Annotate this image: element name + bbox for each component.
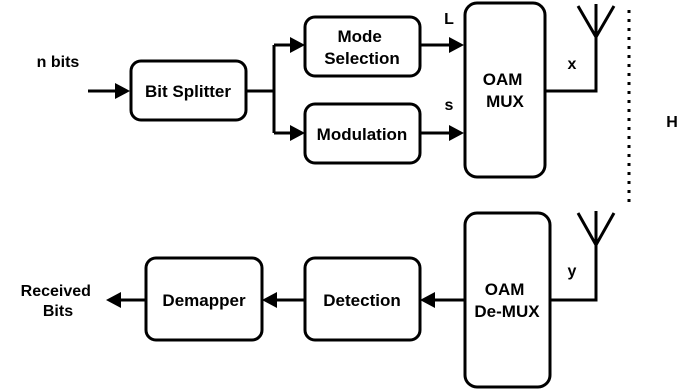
oam-demux-line-1: OAM <box>485 280 525 299</box>
oam-mux-line-1: OAM <box>483 70 523 89</box>
oam-demux-label: OAM De-MUX <box>474 280 540 321</box>
detection-to-demapper-arrowhead <box>262 292 277 308</box>
input-arrowhead <box>115 83 130 99</box>
input-label: n bits <box>37 54 80 71</box>
mode-to-mux-arrowhead <box>449 37 464 53</box>
bit-splitter-label: Bit Splitter <box>145 82 231 101</box>
mode-selection-line-2: Selection <box>324 49 400 68</box>
modulation-label: Modulation <box>317 125 408 144</box>
output-line-2: Bits <box>43 303 73 320</box>
output-arrowhead <box>106 292 121 308</box>
to-mode-selection-arrowhead <box>290 37 305 53</box>
mux-to-antenna-wire <box>545 28 598 93</box>
s-label: s <box>445 97 454 114</box>
oam-mux-block <box>463 1 547 179</box>
demapper-label: Demapper <box>162 291 246 310</box>
modulation-to-mux-arrowhead <box>449 125 464 141</box>
splitter-output-wire <box>246 45 276 133</box>
tx-antenna-icon <box>576 4 616 40</box>
demux-to-detection-arrowhead <box>420 292 435 308</box>
oam-demux-block <box>463 211 552 389</box>
y-label: y <box>568 263 577 280</box>
mode-selection-label: Mode Selection <box>324 27 400 68</box>
rx-antenna-icon <box>576 211 616 249</box>
detection-label: Detection <box>323 291 400 310</box>
mode-selection-line-1: Mode <box>337 27 381 46</box>
output-label: Received Bits <box>21 283 96 320</box>
antenna-to-demux-wire <box>550 245 598 302</box>
to-modulation-arrowhead <box>290 125 305 141</box>
oam-demux-line-2: De-MUX <box>474 302 540 321</box>
oam-mux-label: OAM MUX <box>483 70 527 111</box>
output-line-1: Received <box>21 283 91 300</box>
x-label: x <box>568 56 577 73</box>
oam-mux-line-2: MUX <box>486 92 524 111</box>
L-label: L <box>444 11 454 28</box>
H-label: H <box>666 114 678 131</box>
